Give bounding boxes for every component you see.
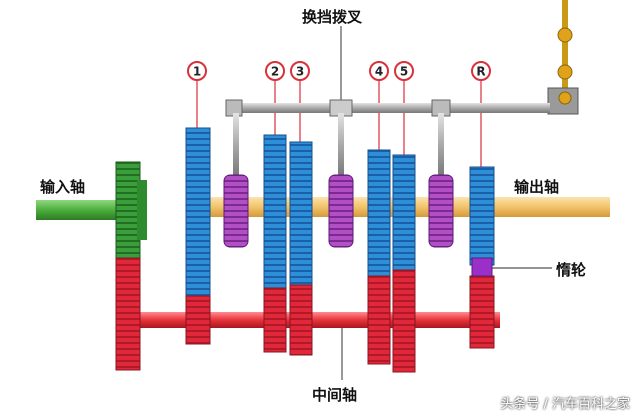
fork-stem-1: [233, 113, 239, 177]
gear-marker-3: 3: [296, 65, 304, 79]
lever-rod: [562, 0, 568, 96]
gear-marker-ring-5: [394, 61, 414, 81]
gear-marker-5: 5: [400, 65, 408, 79]
label-idler: 惰轮: [556, 261, 587, 279]
gear-markers: 1 2 3 4 5 R: [187, 61, 491, 81]
label-shift-fork: 换挡拨叉: [302, 8, 363, 26]
input-gear: [115, 161, 147, 371]
gear-marker-ring-3: [290, 61, 310, 81]
gear-marker-4: 4: [375, 65, 383, 79]
fork-stem-3: [438, 113, 444, 177]
gear-5-driven: [392, 154, 416, 276]
pointer-lines: [196, 26, 552, 380]
gear-marker-r: R: [476, 65, 485, 79]
synchronizer-3-4: [328, 174, 354, 248]
gear-marker-1: 1: [193, 65, 201, 79]
fork-rail: [228, 103, 550, 113]
gear-4-driven: [367, 149, 391, 281]
watermark: 头条号 / 汽车百科之家: [500, 397, 630, 412]
gear-marker-ring-1: [187, 61, 207, 81]
gear-marker-ring-r: [471, 61, 491, 81]
gear-r-counter: [469, 275, 495, 349]
gear-r-driven: [469, 166, 495, 266]
idler-gear: [471, 257, 493, 277]
lever-pivot-top: [557, 27, 573, 43]
lever-pivot-bottom: [557, 64, 573, 80]
gear-5-counter: [392, 269, 416, 373]
gear-marker-ring-4: [369, 61, 389, 81]
fork-stem-2: [338, 113, 344, 177]
label-output-shaft: 输出轴: [514, 178, 560, 196]
gear-marker-2: 2: [271, 65, 279, 79]
gear-marker-ring-2: [265, 61, 285, 81]
gear-3-driven: [289, 141, 313, 291]
gear-4-counter: [367, 275, 391, 365]
gear-1-driven: [185, 127, 211, 301]
synchronizers: [223, 174, 454, 248]
synchronizer-1-2: [223, 174, 249, 248]
gear-3-counter: [289, 284, 313, 356]
counter-gears: [185, 269, 495, 373]
label-countershaft: 中间轴: [312, 386, 358, 404]
gear-2-counter: [263, 287, 287, 353]
shift-fork-rail: [225, 99, 550, 177]
gear-1-counter: [185, 295, 211, 345]
label-input-shaft: 输入轴: [40, 178, 86, 196]
gear-2-driven: [263, 134, 287, 294]
shift-lever: [547, 0, 579, 115]
lever-joint: [558, 91, 572, 105]
synchronizer-5-r: [428, 174, 454, 248]
